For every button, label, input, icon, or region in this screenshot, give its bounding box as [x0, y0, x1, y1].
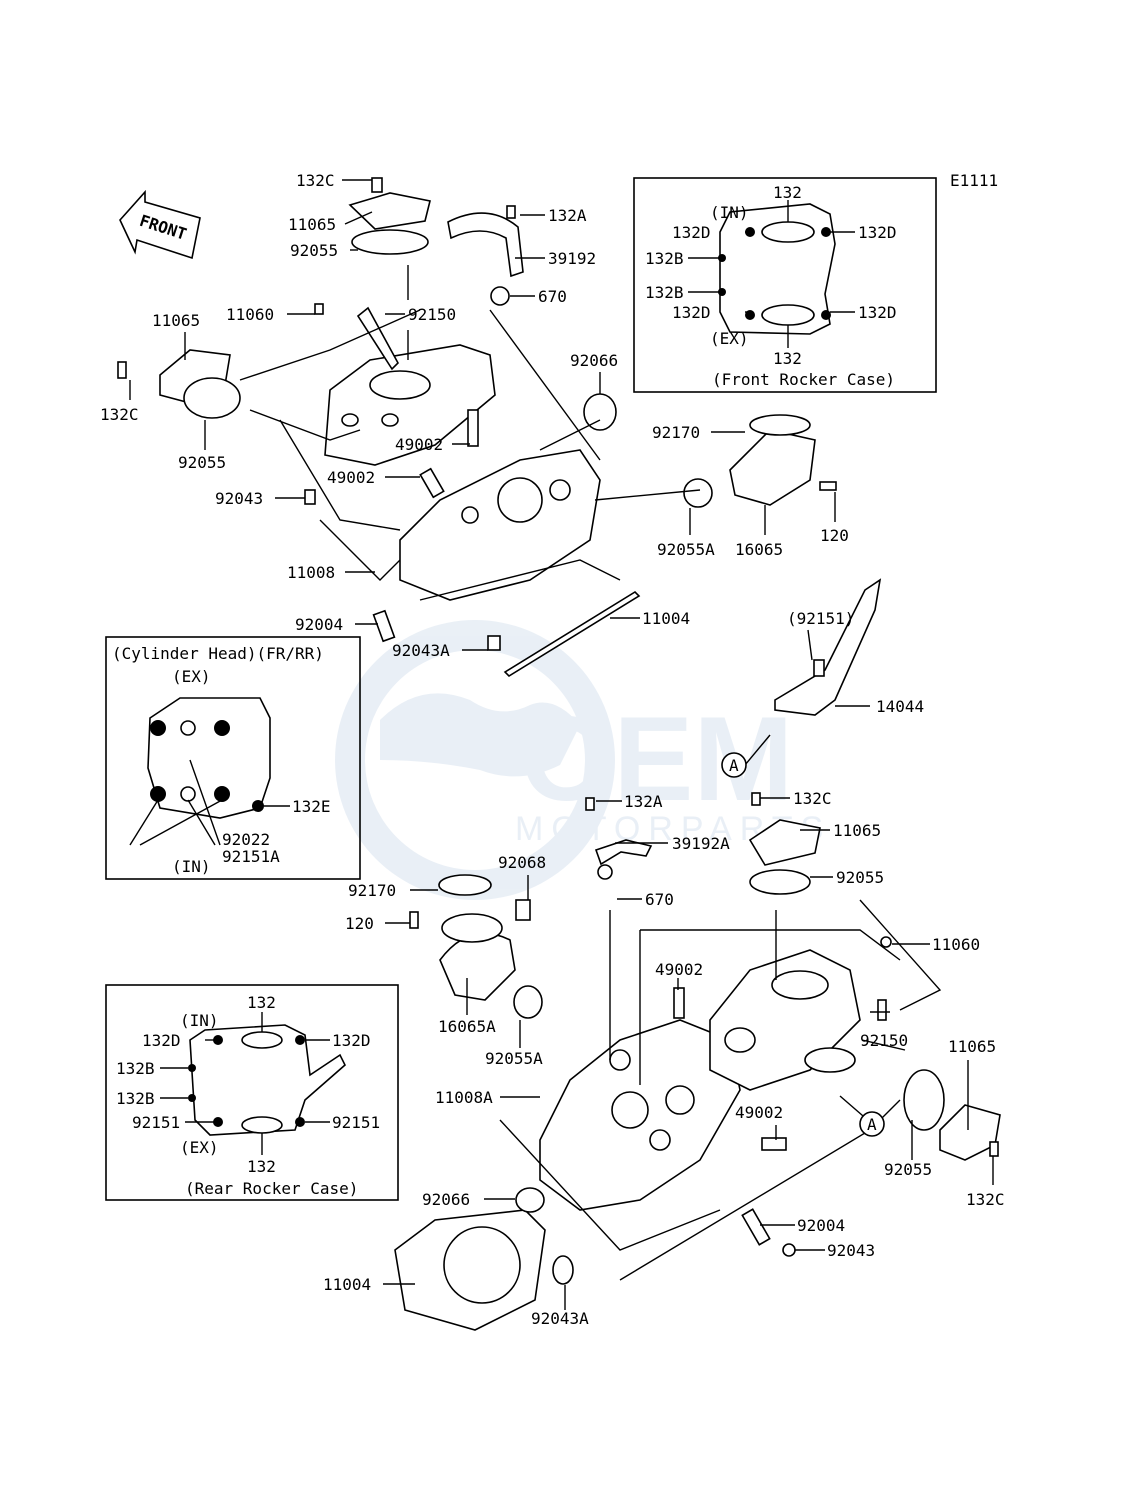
front-inset-ex: (EX) [710, 329, 749, 348]
rear-inset-132-bot: 132 [247, 1157, 276, 1176]
ref-a-label-1: A [729, 756, 739, 775]
callout-670-a: 670 [538, 287, 567, 306]
callout-92068: 92068 [498, 853, 546, 872]
callout-120-a: 120 [820, 526, 849, 545]
callout-92055-d: 92055 [884, 1160, 932, 1179]
front-inset-132d-1: 132D [672, 223, 711, 242]
diagram-code: E1111 [950, 171, 998, 190]
callout-92055a-a: 92055A [657, 540, 715, 559]
callout-92066-a: 92066 [570, 351, 618, 370]
callout-39192: 39192 [548, 249, 596, 268]
cylinder-inset-in: (IN) [172, 857, 211, 876]
callout-92055a-b: 92055A [485, 1049, 543, 1068]
cylinder-inset-title: (Cylinder Head)(FR/RR) [112, 644, 324, 663]
front-inset-in: (IN) [710, 203, 749, 222]
callout-labels: 132C 11065 92055 132A 39192 670 11060 92… [100, 171, 1005, 1328]
callout-49002-c: 49002 [655, 960, 703, 979]
callout-16065a: 16065A [438, 1017, 496, 1036]
inset-cylinder-head: (Cylinder Head)(FR/RR) (EX) 132E 92022 9… [105, 636, 361, 880]
callout-11004-b: 11004 [323, 1275, 371, 1294]
rear-inset-132-top: 132 [247, 993, 276, 1012]
rear-inset-title: (Rear Rocker Case) [185, 1179, 358, 1198]
rear-inset-132d-1: 132D [142, 1031, 181, 1050]
callout-92043a-a: 92043A [392, 641, 450, 660]
callout-92055-a: 92055 [290, 241, 338, 260]
front-inset-132d-2: 132D [858, 223, 897, 242]
front-inset-132d-4: 132D [858, 303, 897, 322]
rear-inset-ex: (EX) [180, 1138, 219, 1157]
callout-92043-b: 92043 [827, 1241, 875, 1260]
front-rocker-case [324, 344, 496, 466]
callout-49002-b: 49002 [327, 468, 375, 487]
front-inset-132d-3: 132D [672, 303, 711, 322]
front-inset-132b-2: 132B [645, 283, 684, 302]
rear-inset-132b-2: 132B [116, 1089, 155, 1108]
callout-11004-a: 11004 [642, 609, 690, 628]
rear-cylinder-head [539, 1019, 741, 1211]
callout-132c-d: 132C [966, 1190, 1005, 1209]
callout-11065-a: 11065 [288, 215, 336, 234]
callout-132c-c: 132C [793, 789, 832, 808]
callout-92170-a: 92170 [652, 423, 700, 442]
callout-132c-b: 132C [100, 405, 139, 424]
watermark-logo: OEM MOTORPARTS [335, 620, 823, 900]
callout-92150-b: 92150 [860, 1031, 908, 1050]
callout-39192a: 39192A [672, 834, 730, 853]
cylinder-inset-92151a: 92151A [222, 847, 280, 866]
callout-92150-a: 92150 [408, 305, 456, 324]
ref-a-label-2: A [867, 1115, 877, 1134]
cylinder-inset-92022: 92022 [222, 830, 270, 849]
small-parts-top [117, 177, 837, 678]
rear-inset-in: (IN) [180, 1011, 219, 1030]
callout-92043-a: 92043 [215, 489, 263, 508]
rear-inset-92151-1: 92151 [132, 1113, 180, 1132]
watermark-brand: OEM [520, 692, 793, 826]
front-cylinder-head [399, 449, 601, 601]
cylinder-inset-132e: 132E [292, 797, 331, 816]
front-inset-132-top: 132 [773, 183, 802, 202]
callout-120-b: 120 [345, 914, 374, 933]
callout-11065-b: 11065 [152, 311, 200, 330]
front-arrow-icon: FRONT [119, 189, 201, 260]
callout-11008a: 11008A [435, 1088, 493, 1107]
callout-92055-c: 92055 [836, 868, 884, 887]
callout-132c-a: 132C [296, 171, 335, 190]
front-inset-title: (Front Rocker Case) [712, 370, 895, 389]
callout-92004-a: 92004 [295, 615, 343, 634]
rear-inset-92151-2: 92151 [332, 1113, 380, 1132]
callout-11060-b: 11060 [932, 935, 980, 954]
callout-670-b: 670 [645, 890, 674, 909]
callout-92151-paren: (92151) [787, 609, 854, 628]
ref-a-circle-1 [721, 752, 747, 778]
callout-16065: 16065 [735, 540, 783, 559]
cylinder-inset-ex: (EX) [172, 667, 211, 686]
callout-132a-b: 132A [624, 792, 663, 811]
rear-rocker-case [709, 949, 861, 1091]
callout-92004-b: 92004 [797, 1216, 845, 1235]
callout-132a-a: 132A [548, 206, 587, 225]
callout-49002-a: 49002 [395, 435, 443, 454]
callout-11065-c: 11065 [833, 821, 881, 840]
inset-front-rocker-case: 132 (IN) 132D 132D 132B 132B 132D 132D (… [633, 177, 937, 393]
callout-11060-a: 11060 [226, 305, 274, 324]
callout-11065-d: 11065 [948, 1037, 996, 1056]
callout-49002-d: 49002 [735, 1103, 783, 1122]
bracket-14044 [774, 578, 882, 716]
front-inset-132-bot: 132 [773, 349, 802, 368]
rear-inset-132b-1: 132B [116, 1059, 155, 1078]
rear-inset-132d-2: 132D [332, 1031, 371, 1050]
inset-rear-rocker-case: 132 (IN) 132D 132D 132B 132B 92151 92151… [105, 984, 399, 1201]
callout-92170-b: 92170 [348, 881, 396, 900]
ref-a-circle-2 [859, 1111, 885, 1137]
callout-14044: 14044 [876, 697, 924, 716]
front-inset-132b-1: 132B [645, 249, 684, 268]
callout-11008: 11008 [287, 563, 335, 582]
callout-92055-b: 92055 [178, 453, 226, 472]
callout-92066-b: 92066 [422, 1190, 470, 1209]
small-parts-bottom [394, 792, 1001, 1331]
callout-92043a-b: 92043A [531, 1309, 589, 1328]
